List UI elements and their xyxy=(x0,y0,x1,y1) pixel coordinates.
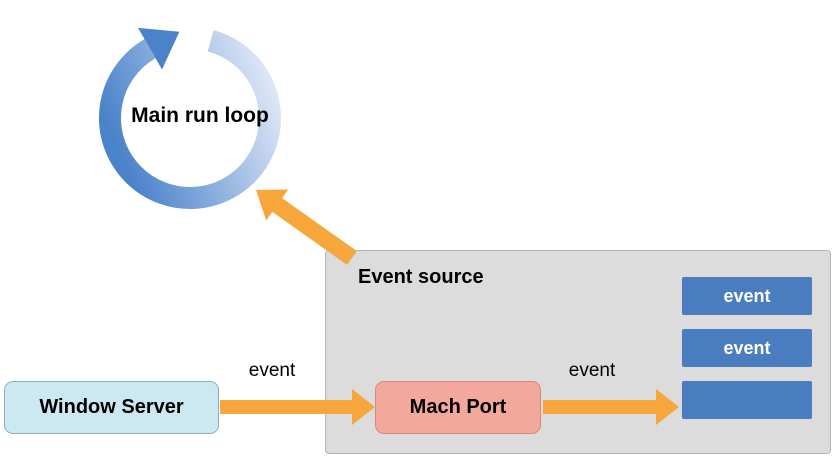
event-queue-item: event xyxy=(682,329,812,367)
run-loop-arrowhead-icon xyxy=(138,27,180,70)
event-arrow-label: event xyxy=(568,360,616,381)
window-server-label: Window Server xyxy=(39,396,184,418)
event-arrow-label: event xyxy=(248,360,296,381)
mach-port-box: Mach Port xyxy=(375,381,541,434)
run-loop-label: Main run loop xyxy=(131,104,269,127)
mach-port-label: Mach Port xyxy=(409,396,507,418)
window-server-box: Window Server xyxy=(4,381,219,434)
event-queue-item: event xyxy=(682,277,812,315)
event-queue-item xyxy=(682,381,812,419)
event-source-title: Event source xyxy=(358,266,484,288)
